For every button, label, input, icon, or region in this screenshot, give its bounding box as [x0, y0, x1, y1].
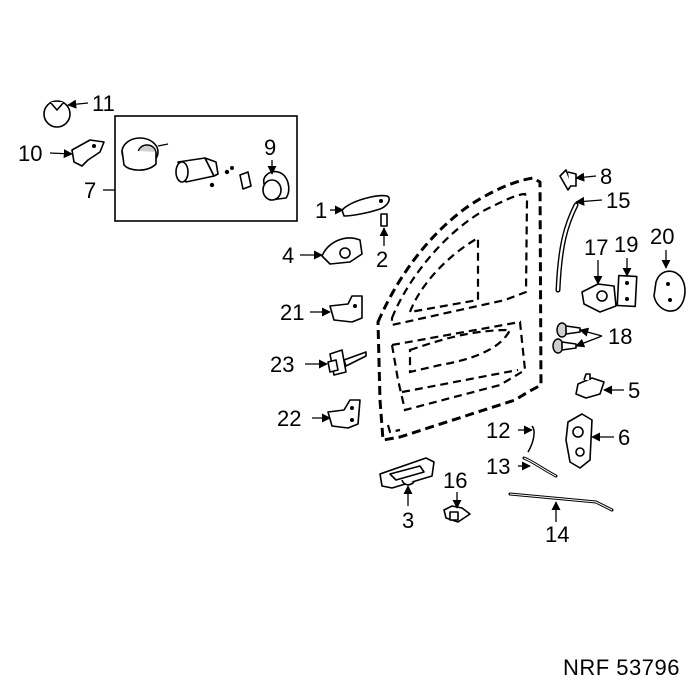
- callout-13: 13: [486, 454, 510, 479]
- callout-16: 16: [443, 468, 467, 493]
- callout-2: 2: [376, 247, 388, 272]
- lock-cylinder: [175, 157, 230, 188]
- callout-10: 10: [18, 141, 42, 166]
- callout-21: 21: [280, 300, 304, 325]
- callout-20: 20: [650, 224, 674, 249]
- door-frame: [376, 176, 543, 442]
- striker-17: [581, 283, 617, 313]
- rod-15: [555, 202, 579, 293]
- lock-cylinder-housing: [121, 137, 169, 171]
- callout-labels: 11 10 7 9 1 2 4 21 23 22 3 16 8 15 17 19…: [18, 91, 674, 547]
- clip-16: [443, 505, 471, 523]
- callout-19: 19: [614, 232, 638, 257]
- callout-15: 15: [606, 188, 630, 213]
- lower-hinge-22: [327, 399, 361, 429]
- callout-4: 4: [282, 243, 294, 268]
- part-number-caption: NRF 53796: [562, 655, 680, 680]
- retainer-10: [71, 139, 105, 167]
- callout-9: 9: [264, 135, 276, 160]
- callout-7: 7: [84, 178, 96, 203]
- callout-23: 23: [270, 352, 294, 377]
- callout-17: 17: [584, 235, 608, 260]
- pin-2: [380, 213, 388, 227]
- clip-8: [559, 169, 577, 191]
- screws-18: [552, 322, 581, 354]
- lock-cap: [262, 170, 290, 201]
- callout-5: 5: [628, 378, 640, 403]
- callout-18: 18: [608, 324, 632, 349]
- upper-hinge-21: [329, 295, 363, 323]
- lock-set-box: [114, 115, 298, 222]
- callout-3: 3: [402, 508, 414, 533]
- handle-bracket-4: [321, 237, 363, 265]
- lock-clip: [230, 166, 252, 190]
- callout-8: 8: [600, 164, 612, 189]
- callout-12: 12: [486, 418, 510, 443]
- callout-1: 1: [315, 198, 327, 223]
- nut-11: [43, 100, 71, 128]
- leader-lines: [49, 99, 671, 522]
- plate-19: [616, 274, 638, 308]
- bracket-5: [575, 373, 605, 399]
- latch-6: [565, 413, 593, 469]
- outside-handle-1: [341, 194, 390, 217]
- check-link-23: [327, 349, 367, 376]
- shim-20: [653, 270, 686, 312]
- callout-6: 6: [618, 425, 630, 450]
- callout-14: 14: [545, 522, 569, 547]
- callout-11: 11: [92, 91, 115, 116]
- inside-handle-3: [379, 457, 435, 489]
- callout-22: 22: [277, 406, 301, 431]
